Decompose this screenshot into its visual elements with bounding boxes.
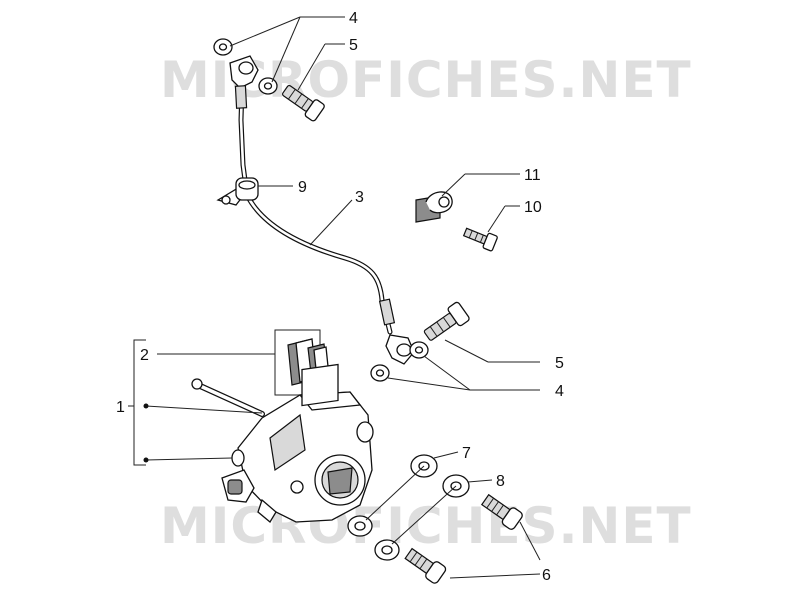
callout-1: 1 bbox=[116, 399, 125, 416]
callout-5-right: 5 bbox=[555, 355, 564, 372]
callout-9: 9 bbox=[298, 179, 307, 196]
callout-10: 10 bbox=[524, 199, 542, 216]
callout-6: 6 bbox=[542, 567, 551, 584]
callout-11: 11 bbox=[524, 167, 541, 184]
hose-clip bbox=[216, 177, 259, 206]
banjo-bolt-top bbox=[281, 84, 325, 122]
pad-pin bbox=[191, 378, 265, 417]
banjo-bolt-right bbox=[423, 301, 470, 341]
callout-3: 3 bbox=[355, 189, 364, 206]
callout-2: 2 bbox=[140, 347, 149, 364]
clamp-screw bbox=[462, 227, 498, 252]
callout-labels: 4 5 9 3 11 10 2 1 5 4 7 8 6 bbox=[116, 10, 564, 584]
clamp-clip bbox=[415, 191, 453, 223]
brake-caliper bbox=[221, 363, 374, 523]
callout-8: 8 bbox=[496, 473, 505, 490]
callout-7: 7 bbox=[462, 445, 471, 462]
sealing-washer bbox=[213, 38, 429, 382]
callout-4-right: 4 bbox=[555, 383, 564, 400]
banjo-fitting-bottom bbox=[378, 298, 415, 365]
callout-4-top: 4 bbox=[349, 10, 358, 27]
leader-lines bbox=[128, 16, 541, 579]
callout-5-top: 5 bbox=[349, 37, 358, 54]
caliper-bolt bbox=[404, 493, 523, 584]
watermark-bottom: MICROFICHES.NET bbox=[160, 497, 692, 555]
brake-hose bbox=[238, 85, 393, 335]
banjo-fitting-top bbox=[229, 55, 259, 109]
